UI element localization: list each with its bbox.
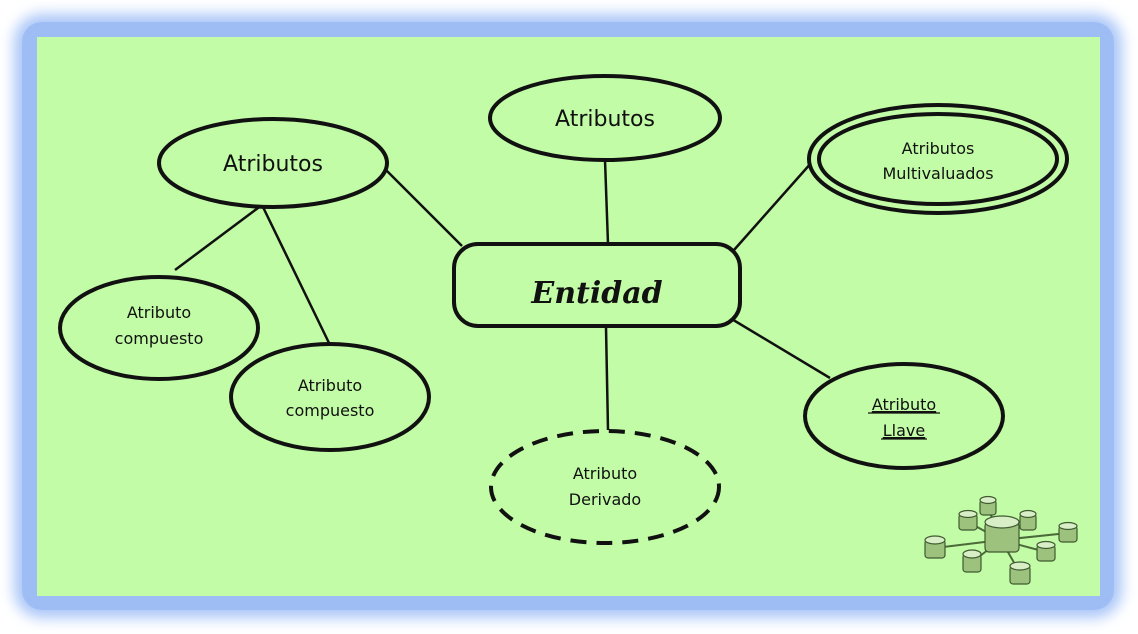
attribute-composite-2-ellipse bbox=[229, 342, 431, 452]
attribute-composite-2-label-line2: compuesto bbox=[286, 401, 375, 420]
database-network-icon bbox=[924, 495, 1078, 585]
edge-entity-derived bbox=[604, 326, 610, 431]
attribute-derived-label-line2: Derivado bbox=[569, 490, 641, 509]
attribute-top-ellipse bbox=[488, 74, 722, 162]
attribute-key-label-line1: Atributo bbox=[872, 395, 936, 414]
attribute-derived-ellipse bbox=[489, 429, 721, 545]
edge-entity-left-attribute bbox=[385, 169, 463, 247]
edge-attribute-composite-2 bbox=[260, 204, 332, 346]
attribute-multivalued-inner-ellipse bbox=[817, 112, 1059, 206]
edge-entity-top-attribute bbox=[603, 159, 610, 245]
attribute-top-label: Atributos bbox=[555, 107, 655, 132]
edge-entity-multivalued bbox=[733, 161, 813, 251]
entity-label: Entidad bbox=[530, 276, 662, 311]
edge-attribute-composite-1 bbox=[174, 203, 263, 272]
attribute-key-label-line2: Llave bbox=[883, 421, 925, 440]
attribute-multivalued-label-line2: Multivaluados bbox=[882, 164, 993, 183]
attribute-left-label: Atributos bbox=[223, 152, 323, 177]
attribute-composite-2-label-line1: Atributo bbox=[298, 376, 362, 395]
attribute-composite-1-label-line2: compuesto bbox=[115, 329, 204, 348]
attribute-left-ellipse bbox=[157, 117, 389, 209]
attribute-key-ellipse bbox=[803, 362, 1005, 470]
attribute-composite-1-label-line1: Atributo bbox=[127, 303, 191, 322]
entity-box bbox=[452, 242, 742, 328]
attribute-derived-label-line1: Atributo bbox=[573, 464, 637, 483]
edge-entity-key bbox=[729, 316, 831, 380]
attribute-composite-1-ellipse bbox=[58, 275, 260, 381]
attribute-multivalued-label-line1: Atributos bbox=[902, 139, 975, 158]
